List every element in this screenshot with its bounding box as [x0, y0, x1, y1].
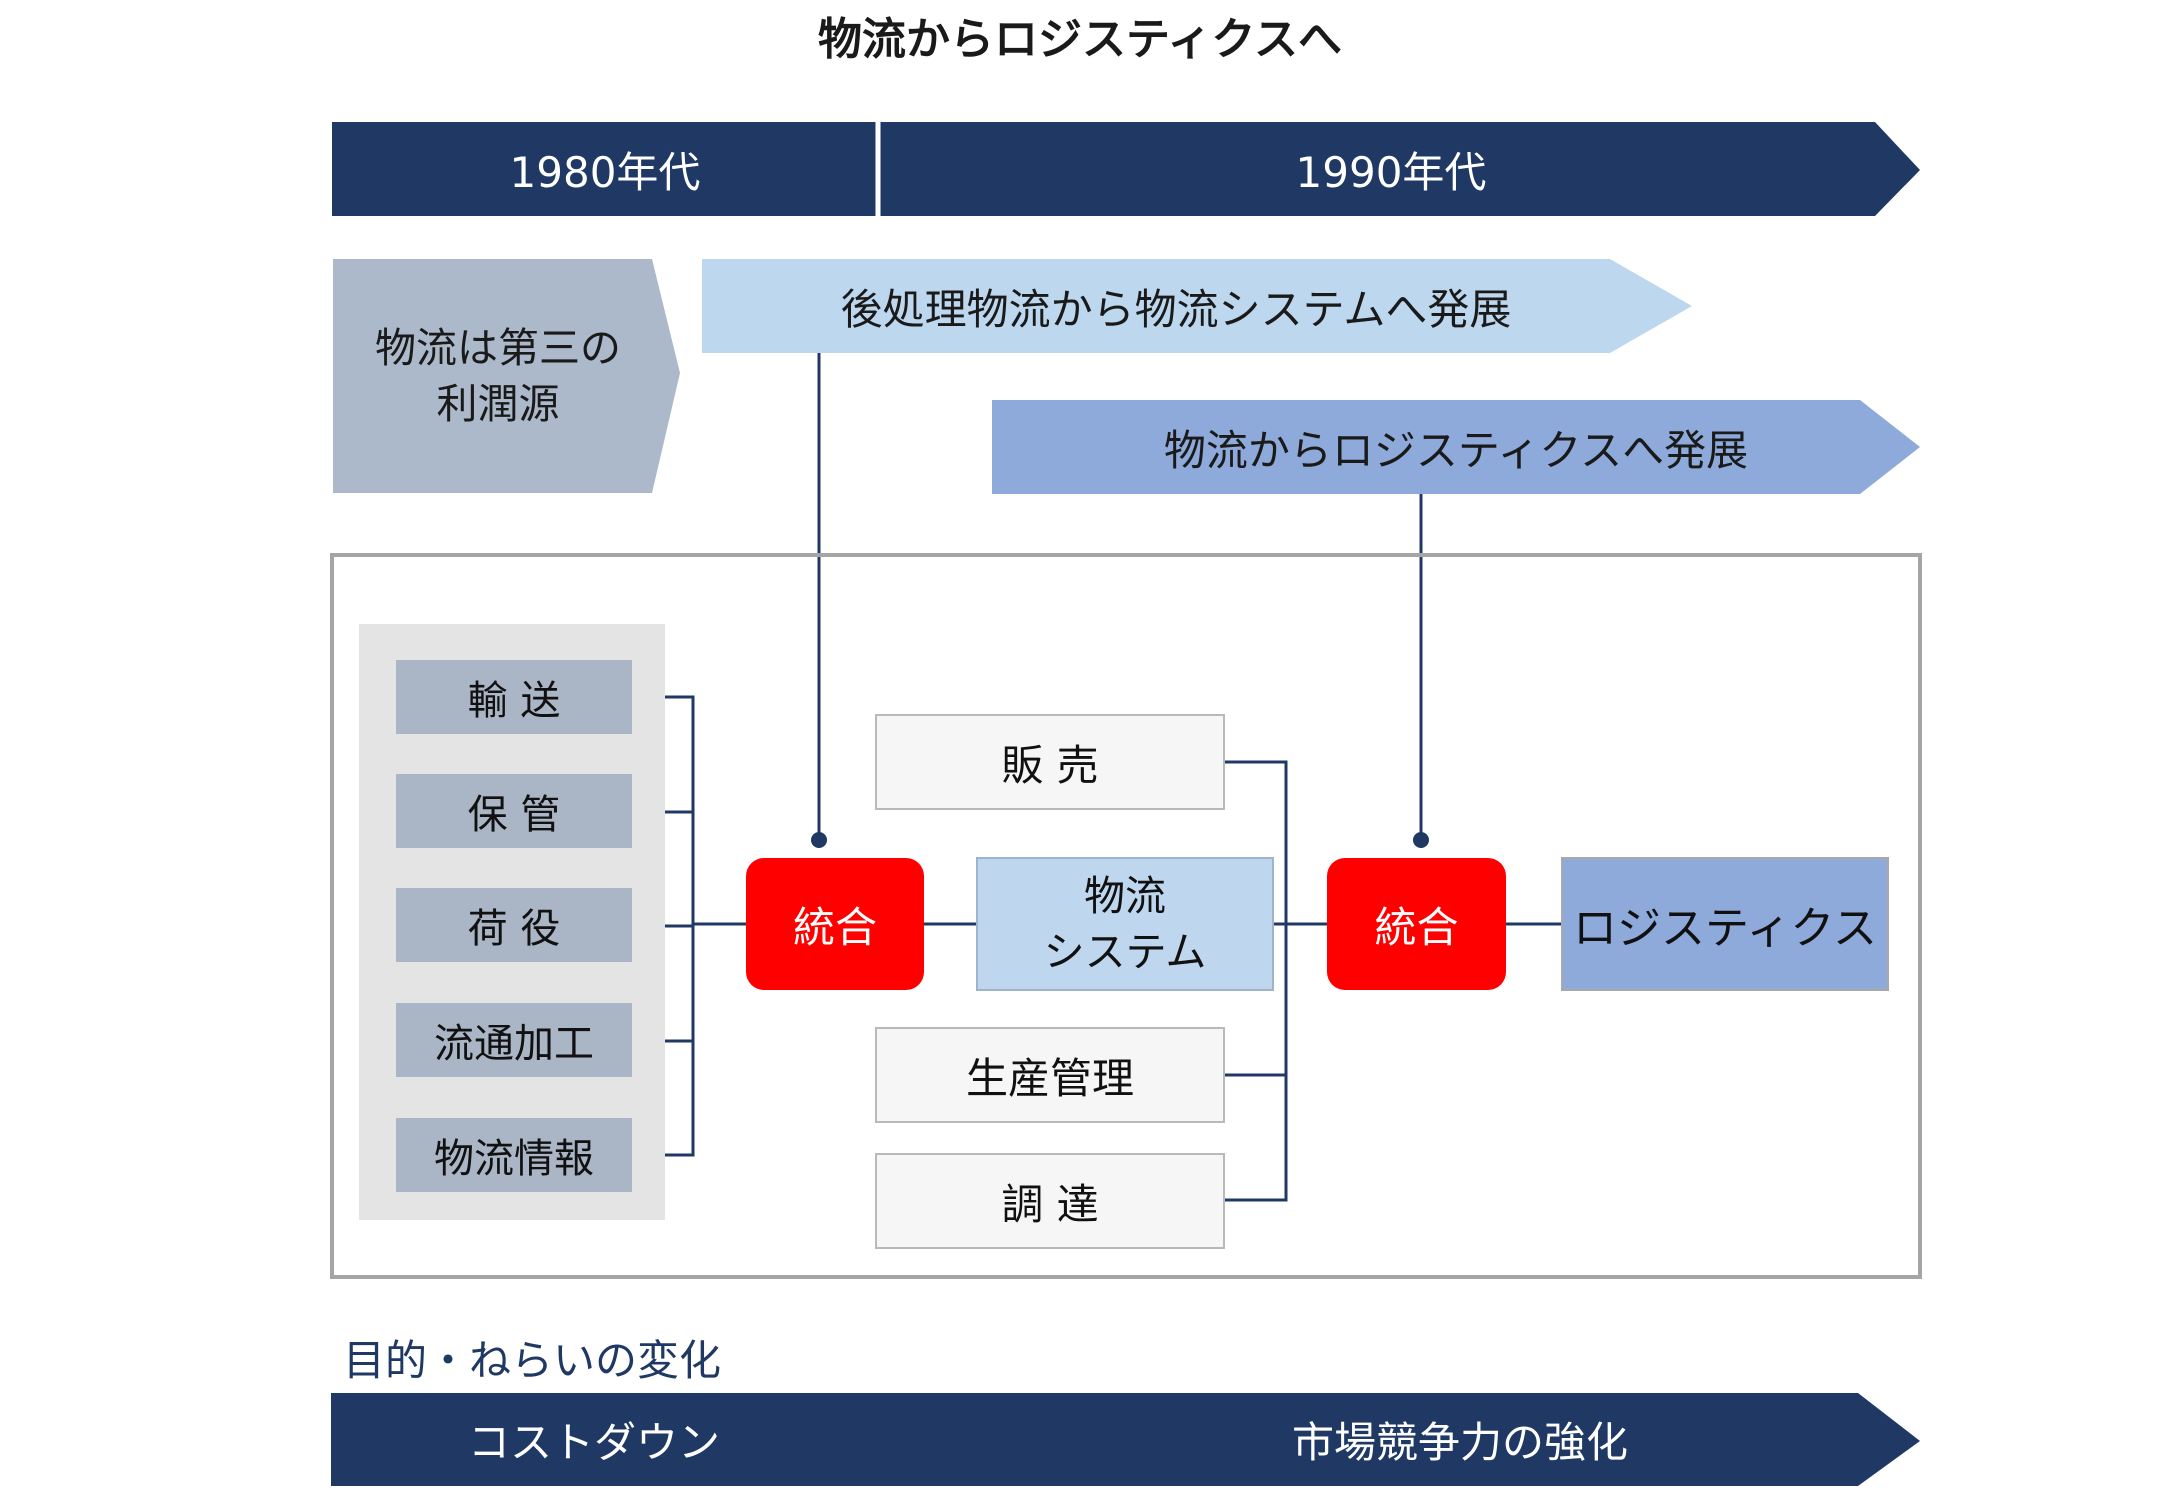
timeline-arrow: [332, 122, 1920, 216]
business-sales: 販 売: [875, 714, 1225, 810]
integrate-box-2: 統合: [1327, 858, 1506, 990]
third-profit-source-label: 物流は第三の 利潤源: [333, 259, 663, 493]
phase2-drop-dot: [1413, 832, 1429, 848]
logistics-system-line1: 物流: [1084, 872, 1166, 920]
business-procurement: 調 達: [875, 1153, 1225, 1249]
logistics-box: ロジスティクス: [1561, 857, 1889, 991]
phase1-drop-dot: [811, 832, 827, 848]
business-bracket: [1225, 760, 1288, 1202]
third-profit-source-line1: 物流は第三の: [375, 324, 621, 372]
phase2-label: 物流からロジスティクスへ発展: [1163, 425, 1749, 475]
third-profit-source-line2: 利潤源: [436, 380, 560, 428]
phase1-arrow: [702, 259, 1692, 353]
era-1990-label: 1990年代: [1295, 147, 1487, 197]
function-information: 物流情報: [396, 1118, 632, 1192]
era-1980-label: 1980年代: [509, 147, 701, 197]
business-production: 生産管理: [875, 1027, 1225, 1123]
phase1-label: 後処理物流から物流システムへ発展: [840, 284, 1512, 334]
integrate-box-1: 統合: [746, 858, 924, 990]
page-title: 物流からロジスティクスへ: [817, 14, 1343, 65]
phase2-arrow: [992, 400, 1920, 494]
purpose-competitiveness: 市場競争力の強化: [1291, 1418, 1628, 1467]
function-transport: 輸 送: [396, 660, 632, 734]
logistics-system-line2: システム: [1043, 928, 1207, 976]
left-gray-arrow: [333, 259, 680, 493]
purpose-cost-down: コストダウン: [467, 1418, 720, 1467]
integration-frame: [330, 553, 1922, 1279]
function-handling: 荷 役: [396, 888, 632, 962]
logistics-system-box: 物流 システム: [976, 857, 1274, 991]
function-processing: 流通加工: [396, 1003, 632, 1077]
purpose-arrow: [331, 1393, 1920, 1486]
function-storage: 保 管: [396, 774, 632, 848]
purpose-heading: 目的・ねらいの変化: [343, 1335, 722, 1385]
